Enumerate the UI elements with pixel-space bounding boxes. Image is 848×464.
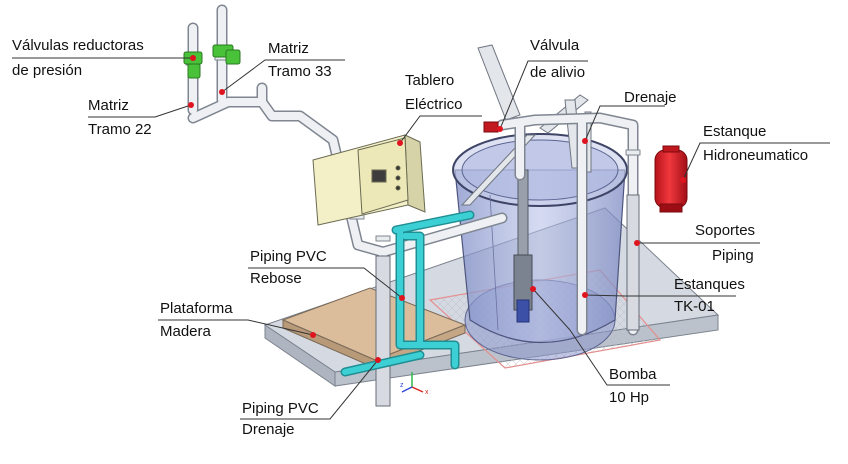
label-tablero-1: Tablero — [405, 72, 455, 89]
label-pvc-rebose-2: Rebose — [250, 270, 302, 287]
label-pvc-rebose-1: Piping PVC — [250, 248, 327, 265]
label-plataforma-1: Plataforma — [160, 300, 233, 317]
label-matriz-33-1: Matriz — [268, 40, 309, 57]
label-estanques-2: TK-01 — [674, 298, 715, 315]
label-soportes-1: Soportes — [695, 222, 756, 239]
label-valvula-alivio-1: Válvula — [530, 37, 580, 54]
tank-tk01 — [452, 133, 628, 361]
electrical-panel — [312, 134, 426, 226]
hydropneumatic-tank — [654, 145, 688, 213]
label-drenaje: Drenaje — [624, 89, 677, 106]
label-estanque-hidro-2: Hidroneumatico — [703, 147, 809, 164]
svg-text:x: x — [425, 389, 429, 396]
label-pvc-drenaje-2: Drenaje — [242, 421, 295, 438]
pump — [513, 169, 533, 323]
label-matriz-33-2: Tramo 33 — [268, 63, 332, 80]
label-matriz-22-2: Tramo 22 — [88, 121, 152, 138]
label-matriz-22-1: Matriz — [88, 97, 129, 114]
label-valvulas-reductoras-1: Válvulas reductoras — [12, 37, 144, 54]
pressure-reducing-valves — [183, 44, 241, 79]
pvc-piping — [340, 210, 475, 377]
leader-lines — [12, 57, 830, 420]
label-plataforma-2: Madera — [160, 323, 211, 340]
label-estanque-hidro-1: Estanque — [703, 123, 767, 140]
label-bomba-2: 10 Hp — [609, 389, 650, 406]
label-valvula-alivio-2: de alivio — [530, 64, 586, 81]
label-valvulas-reductoras-2: de presión — [12, 62, 83, 79]
label-pvc-drenaje-1: Piping PVC — [242, 400, 319, 417]
relief-valve — [483, 121, 499, 133]
axis-triad-icon: z x — [400, 372, 429, 396]
label-bomba-1: Bomba — [609, 366, 657, 383]
label-estanques-1: Estanques — [674, 276, 745, 293]
label-tablero-2: Eléctrico — [405, 96, 463, 113]
svg-text:z: z — [400, 382, 404, 389]
label-soportes-2: Piping — [712, 247, 754, 264]
leader-markers — [188, 55, 686, 363]
